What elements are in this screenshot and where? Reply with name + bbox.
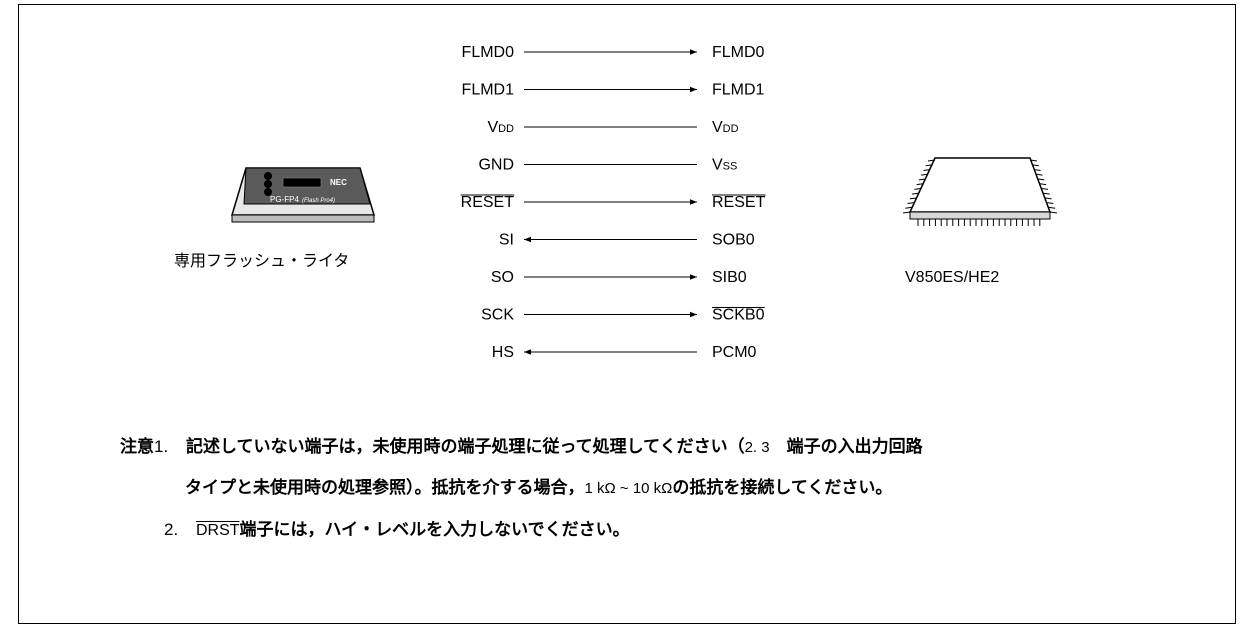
signal-row: FLMD0 FLMD0 [462, 44, 765, 61]
signal-left-label: RESET [461, 194, 515, 211]
signal-right-label: FLMD1 [712, 82, 765, 99]
signal-left-label: VDD [487, 119, 514, 136]
note-1-text-d: の抵抗を接続してください。 [672, 478, 893, 498]
signal-left-label: SI [499, 232, 514, 249]
signal-right-label: SOB0 [712, 232, 755, 249]
flash-writer-icon: NEC PG-FP4 (Flash Pro4) [230, 167, 376, 223]
note-2-line: 2. DRST端子には，ハイ・レベルを入力しないでください。 [164, 515, 630, 540]
writer-model-sub: (Flash Pro4) [302, 198, 335, 204]
signal-row: SCK SCKB0 [481, 307, 765, 324]
writer-model: PG-FP4 [270, 195, 299, 204]
note-2-pin: DRST [195, 522, 240, 539]
signal-right-label: VDD [712, 119, 739, 136]
signal-row: GND VSS [478, 157, 737, 174]
note-1-text-c: タイプと未使用時の処理参照）。抵抗を介する場合， [185, 478, 585, 498]
signal-right-label: SCKB0 [712, 307, 765, 324]
note-1-range: 1 kΩ ~ 10 kΩ [584, 480, 673, 497]
note-1-line-1: 注意1. 記述していない端子は，未使用時の端子処理に従って処理してください（2.… [120, 432, 923, 457]
signal-row: RESET RESET [460, 194, 766, 211]
note-1-text-b: 端子の入出力回路 [769, 437, 923, 457]
signal-right-label: SIB0 [712, 269, 747, 286]
note-2-number: 2. [164, 520, 179, 539]
signal-left-label: HS [492, 344, 514, 361]
note-2-text: 端子には，ハイ・レベルを入力しないでください。 [239, 520, 630, 540]
signal-right-label: PCM0 [712, 344, 757, 361]
signal-left-label: FLMD0 [462, 44, 515, 61]
signal-row: VDD VDD [487, 119, 738, 136]
signal-right-label: RESET [712, 194, 766, 211]
signal-left-label: FLMD1 [462, 82, 515, 99]
target-caption: V850ES/HE2 [905, 269, 999, 286]
signal-row: SI SOB0 [499, 232, 755, 249]
connection-diagram: NEC PG-FP4 (Flash Pro4) 専用フラッシュ・ライタ V850… [174, 44, 1058, 361]
note-1-line-2: タイプと未使用時の処理参照）。抵抗を介する場合，1 kΩ ~ 10 kΩの抵抗を… [185, 473, 892, 498]
microcontroller-icon [902, 157, 1058, 226]
note-1-text-a: 記述していない端子は，未使用時の端子処理に従って処理してください（ [185, 437, 745, 457]
note-1-reference: 2. 3 [744, 439, 770, 456]
writer-caption: 専用フラッシュ・ライタ [174, 251, 349, 270]
signal-right-label: FLMD0 [712, 44, 765, 61]
notes-label: 注意 [120, 437, 154, 457]
signal-row: SO SIB0 [491, 269, 747, 286]
signal-left-label: SCK [481, 307, 514, 324]
signal-row: FLMD1 FLMD1 [462, 82, 765, 99]
signal-left-label: SO [491, 269, 514, 286]
writer-brand: NEC [330, 178, 347, 187]
signal-right-label: VSS [712, 157, 737, 174]
note-1-number: 1. [154, 437, 169, 456]
signal-row: HS PCM0 [492, 344, 757, 361]
signal-left-label: GND [478, 157, 514, 174]
